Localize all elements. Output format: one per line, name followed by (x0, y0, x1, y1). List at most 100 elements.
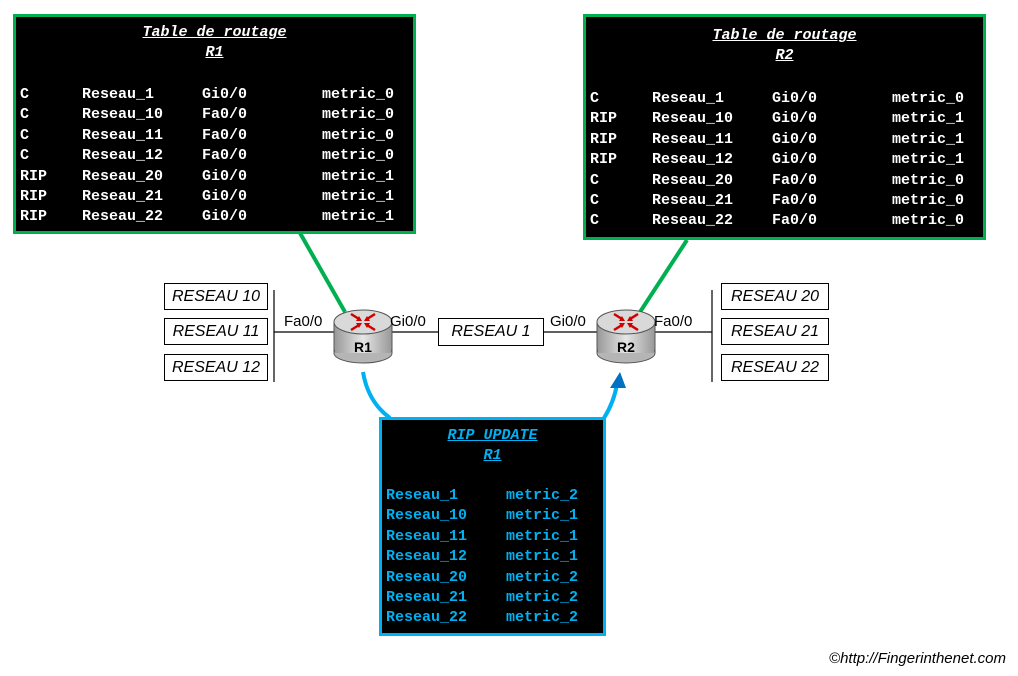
update-curve-right (602, 383, 619, 420)
cell-iface: Fa0/0 (772, 212, 818, 230)
table-row: Reseau_22 metric_2 (386, 608, 601, 628)
cell-net: Reseau_1 (386, 487, 459, 504)
cell-metric: metric_1 (322, 208, 395, 226)
cell-net: Reseau_22 (652, 212, 734, 230)
cell-net: Reseau_21 (652, 191, 734, 209)
copyright-credit: ©http://Fingerinthenet.com (829, 650, 1006, 667)
cell-metric: metric_0 (892, 191, 965, 209)
cell-iface: Fa0/0 (202, 106, 248, 124)
cell-metric: metric_1 (506, 507, 579, 525)
cell-metric: metric_2 (506, 487, 579, 504)
cell-net: Reseau_1 (82, 86, 155, 103)
cell-net: Reseau_11 (386, 527, 468, 545)
cell-net: Reseau_12 (386, 548, 468, 566)
cell-type: C (590, 191, 600, 209)
table-row: C Reseau_20 Fa0/0 metric_0 (590, 171, 982, 191)
cell-type: C (590, 212, 600, 230)
cell-metric: metric_1 (322, 187, 395, 205)
r2-gi-label: Gi0/0 (550, 313, 586, 330)
cell-type: RIP (590, 110, 618, 128)
table-row: Reseau_10 metric_1 (386, 506, 601, 526)
cell-metric: metric_1 (322, 167, 395, 185)
cell-type: C (590, 171, 600, 189)
cell-net: Reseau_22 (386, 609, 468, 627)
cell-iface: Fa0/0 (202, 147, 248, 165)
table-row: C Reseau_21 Fa0/0 metric_0 (590, 191, 982, 211)
cell-metric: metric_0 (892, 90, 965, 107)
cell-iface: Fa0/0 (772, 191, 818, 209)
r1-table-subtitle: R1 (205, 44, 224, 61)
cell-net: Reseau_12 (82, 147, 164, 165)
r2-fa-label: Fa0/0 (654, 313, 693, 330)
cell-metric: metric_0 (322, 126, 395, 144)
network-box-reseau-11: RESEAU 11 (164, 318, 268, 345)
table-row: Reseau_12 metric_1 (386, 547, 601, 567)
cell-iface: Gi0/0 (202, 208, 248, 226)
cell-type: C (590, 90, 600, 107)
cell-net: Reseau_10 (652, 110, 734, 128)
cell-net: Reseau_1 (652, 90, 725, 107)
cell-net: Reseau_10 (386, 507, 468, 525)
cell-iface: Fa0/0 (202, 126, 248, 144)
cell-metric: metric_1 (506, 548, 579, 566)
network-box-reseau-22: RESEAU 22 (721, 354, 829, 381)
cell-metric: metric_0 (892, 171, 965, 189)
cell-iface: Fa0/0 (772, 171, 818, 189)
cell-net: Reseau_22 (82, 208, 164, 226)
table-row: C Reseau_1 Gi0/0 metric_0 (590, 89, 982, 109)
network-box-reseau-10: RESEAU 10 (164, 283, 268, 310)
cell-net: Reseau_20 (652, 171, 734, 189)
cell-type: C (20, 106, 30, 124)
network-box-reseau-12: RESEAU 12 (164, 354, 268, 381)
cell-type: RIP (590, 151, 618, 169)
rip-update-title: RIP UPDATE (447, 427, 538, 444)
cell-metric: metric_1 (892, 151, 965, 169)
router-r1-label: R1 (354, 339, 372, 355)
cell-type: C (20, 86, 30, 103)
router-r1-icon (333, 309, 393, 364)
network-box-reseau-21: RESEAU 21 (721, 318, 829, 345)
cell-type: RIP (20, 187, 48, 205)
cell-net: Reseau_21 (386, 588, 468, 606)
cell-net: Reseau_20 (386, 568, 468, 586)
cell-metric: metric_0 (322, 86, 395, 103)
cell-type: RIP (20, 167, 48, 185)
r1-table-connector (298, 232, 347, 313)
cell-metric: metric_0 (322, 106, 395, 124)
rip-update-subtitle: R1 (483, 447, 502, 464)
cell-iface: Gi0/0 (772, 90, 818, 107)
cell-iface: Gi0/0 (772, 130, 818, 148)
cell-net: Reseau_21 (82, 187, 164, 205)
update-curve-left (361, 371, 392, 420)
router-r2-icon (596, 309, 656, 364)
cell-metric: metric_1 (892, 110, 965, 128)
r2-table-subtitle: R2 (775, 47, 794, 64)
cell-metric: metric_2 (506, 568, 579, 586)
table-row: RIP Reseau_10 Gi0/0 metric_1 (590, 109, 982, 129)
network-box-reseau-1: RESEAU 1 (438, 318, 544, 346)
table-row: Reseau_20 metric_2 (386, 568, 601, 588)
cell-iface: Gi0/0 (772, 110, 818, 128)
r2-table-connector (638, 238, 689, 314)
update-arrow-head (610, 372, 626, 388)
cell-iface: Gi0/0 (772, 151, 818, 169)
cell-metric: metric_2 (506, 609, 579, 627)
r1-gi-label: Gi0/0 (390, 313, 426, 330)
